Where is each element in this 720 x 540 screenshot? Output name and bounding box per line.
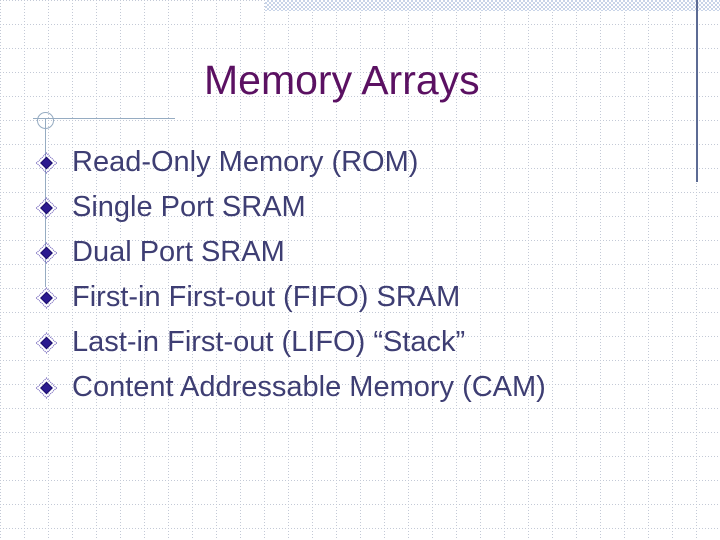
bullet-item: Single Port SRAM xyxy=(35,185,696,230)
bullet-item: Content Addressable Memory (CAM) xyxy=(35,365,696,410)
bullet-text: Last-in First-out (LIFO) “Stack” xyxy=(72,326,466,358)
bullet-item: First-in First-out (FIFO) SRAM xyxy=(35,275,696,320)
slide-title: Memory Arrays xyxy=(204,57,480,103)
bullet-item: Read-Only Memory (ROM) xyxy=(35,140,696,185)
right-accent-bar xyxy=(696,0,698,182)
diamond-bullet-icon xyxy=(35,241,58,264)
ornament-circle-icon xyxy=(37,112,54,129)
diamond-bullet-icon xyxy=(35,376,58,399)
bullet-text: Single Port SRAM xyxy=(72,191,306,223)
bullet-list: Read-Only Memory (ROM) Single Port SRAM … xyxy=(35,140,696,410)
bullet-item: Dual Port SRAM xyxy=(35,230,696,275)
diamond-bullet-icon xyxy=(35,151,58,174)
bullet-text: Dual Port SRAM xyxy=(72,236,285,268)
diamond-bullet-icon xyxy=(35,331,58,354)
bullet-text: Content Addressable Memory (CAM) xyxy=(72,371,546,403)
bullet-text: First-in First-out (FIFO) SRAM xyxy=(72,281,461,313)
checker-band-decoration xyxy=(265,0,720,11)
diamond-bullet-icon xyxy=(35,196,58,219)
bullet-text: Read-Only Memory (ROM) xyxy=(72,146,419,178)
diamond-bullet-icon xyxy=(35,286,58,309)
bullet-item: Last-in First-out (LIFO) “Stack” xyxy=(35,320,696,365)
ornament-horizontal-line xyxy=(33,118,175,119)
